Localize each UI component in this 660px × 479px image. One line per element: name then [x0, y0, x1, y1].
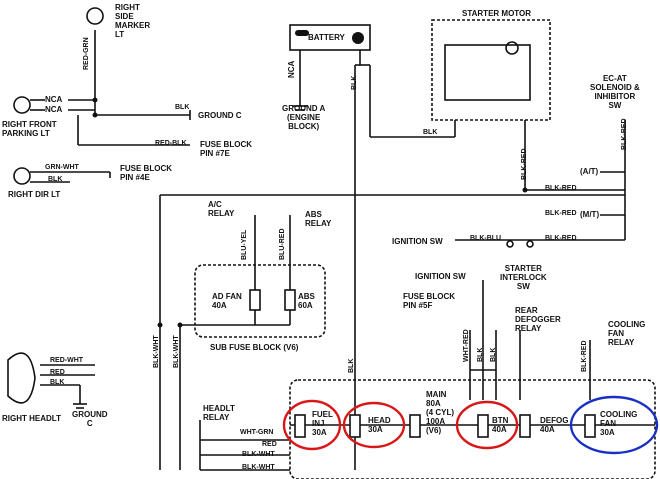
wire-label-blk-btn1: BLK [477, 347, 484, 362]
ignition-sw-2-label: IGNITION SW [415, 272, 466, 281]
fuse-main-label: MAIN 80A (4 CYL) 100A (V6) [426, 390, 454, 435]
nca-label-2: NCA [45, 105, 63, 114]
wire-label-blk-hl: BLK [50, 379, 65, 386]
wire-label-blk-center: BLK [348, 358, 355, 373]
fuse-ad-fan-label: AD FAN 40A [212, 292, 242, 310]
nca-label-1: NCA [45, 95, 63, 104]
ac-relay-label: A/C RELAY [208, 200, 235, 218]
fuse-head-label: HEAD 30A [368, 416, 391, 434]
fuse-cooling-fan-label: COOLING FAN 30A [600, 410, 638, 437]
main-fuse-block-box [289, 379, 656, 479]
right-front-parking-label: RIGHT FRONT PARKING LT [2, 120, 57, 138]
right-dir-label: RIGHT DIR LT [8, 190, 61, 199]
battery-box [289, 24, 371, 51]
wire-label-blk-blu: BLK-BLU [470, 235, 502, 242]
battery-label: BATTERY [308, 33, 345, 42]
wire-label-red-blk: RED-BLK [155, 140, 187, 147]
ignition-sw-1-label: IGNITION SW [392, 237, 443, 246]
ground-a-label: GROUND A (ENGINE BLOCK) [282, 104, 326, 131]
starter-motor-box [431, 19, 551, 121]
abs-relay-label: ABS RELAY [305, 210, 332, 228]
highlight-btn [455, 400, 519, 450]
wire-label-blk-red-ecat: BLK-RED [621, 118, 628, 151]
fuse-abs-label: ABS 60A [298, 292, 315, 310]
fuse-btn-label: BTN 40A [492, 416, 509, 434]
headlt-relay-label: HEADLT RELAY [203, 404, 235, 422]
wire-label-wht-grn: WHT-GRN [240, 429, 274, 436]
fuse-defog-label: DEFOG 40A [540, 416, 569, 434]
wire-label-blk-wht-relay2: BLK-WHT [242, 464, 275, 471]
wire-label-blk-wht-2: BLK-WHT [173, 335, 180, 368]
wire-label-blk-btn2: BLK [490, 347, 497, 362]
cooling-fan-relay-label: COOLING FAN RELAY [608, 320, 646, 347]
wire-label-blk-red-interlock: BLK-RED [545, 235, 577, 242]
wire-label-blk-battery: BLK [351, 75, 358, 90]
fuse-fuel-inj-label: FUEL INJ 30A [312, 410, 333, 437]
wire-label-blu-red: BLU-RED [279, 228, 286, 261]
wire-label-blk-wht-relay1: BLK-WHT [242, 451, 275, 458]
fuse-block-4e-label: FUSE BLOCK PIN #4E [120, 164, 172, 182]
wire-label-red-relay: RED [262, 441, 277, 448]
wire-label-red-wht-hl: RED-WHT [50, 357, 84, 364]
sub-fuse-block-box [194, 264, 326, 338]
ecat-solenoid-label: EC-AT SOLENOID & INHIBITOR SW [590, 74, 640, 110]
fuse-block-7e-label: FUSE BLOCK PIN #7E [200, 140, 252, 158]
wire-label-blk-wht-1: BLK-WHT [153, 335, 160, 368]
wire-label-blk-red-right: BLK-RED [545, 185, 577, 192]
ground-c-bottom-label: GROUND C [72, 410, 108, 428]
wire-label-wht-red: WHT-RED [463, 329, 470, 362]
wire-label-blk-red-starter: BLK-RED [521, 148, 528, 181]
right-headlt-label: RIGHT HEADLT [2, 414, 61, 423]
wire-label-blk-gc: BLK [175, 104, 190, 111]
right-side-marker-label: RIGHT SIDE MARKER LT [115, 3, 151, 39]
starter-interlock-label: STARTER INTERLOCK SW [500, 264, 547, 291]
nca-label-3: NCA [287, 60, 296, 78]
wire-label-blk-red-mt: BLK-RED [545, 210, 577, 217]
ground-c-top-label: GROUND C [198, 111, 242, 120]
wire-label-blk-starter: BLK [423, 129, 438, 136]
highlight-cooling-fan [569, 395, 659, 455]
wire-label-blk-red-fan: BLK-RED [581, 340, 588, 373]
wire-label-blk-dir: BLK [48, 176, 63, 183]
sub-fuse-block-label: SUB FUSE BLOCK (V6) [210, 343, 299, 352]
highlight-fuel-inj [282, 399, 342, 451]
highlight-head [342, 401, 406, 449]
starter-motor-label: STARTER MOTOR [462, 9, 532, 18]
mt-label: (M/T) [580, 210, 600, 219]
at-label: (A/T) [580, 167, 599, 176]
wire-label-grn-wht: GRN-WHT [45, 164, 79, 171]
wire-label-red-hl: RED [50, 369, 65, 376]
wire-label-red-grn: RED-GRN [83, 37, 90, 70]
wire-label-blu-yel: BLU-YEL [241, 229, 248, 260]
rear-defogger-relay-label: REAR DEFOGGER RELAY [515, 306, 561, 333]
fuse-block-5f-label: FUSE BLOCK PIN #5F [403, 292, 455, 310]
